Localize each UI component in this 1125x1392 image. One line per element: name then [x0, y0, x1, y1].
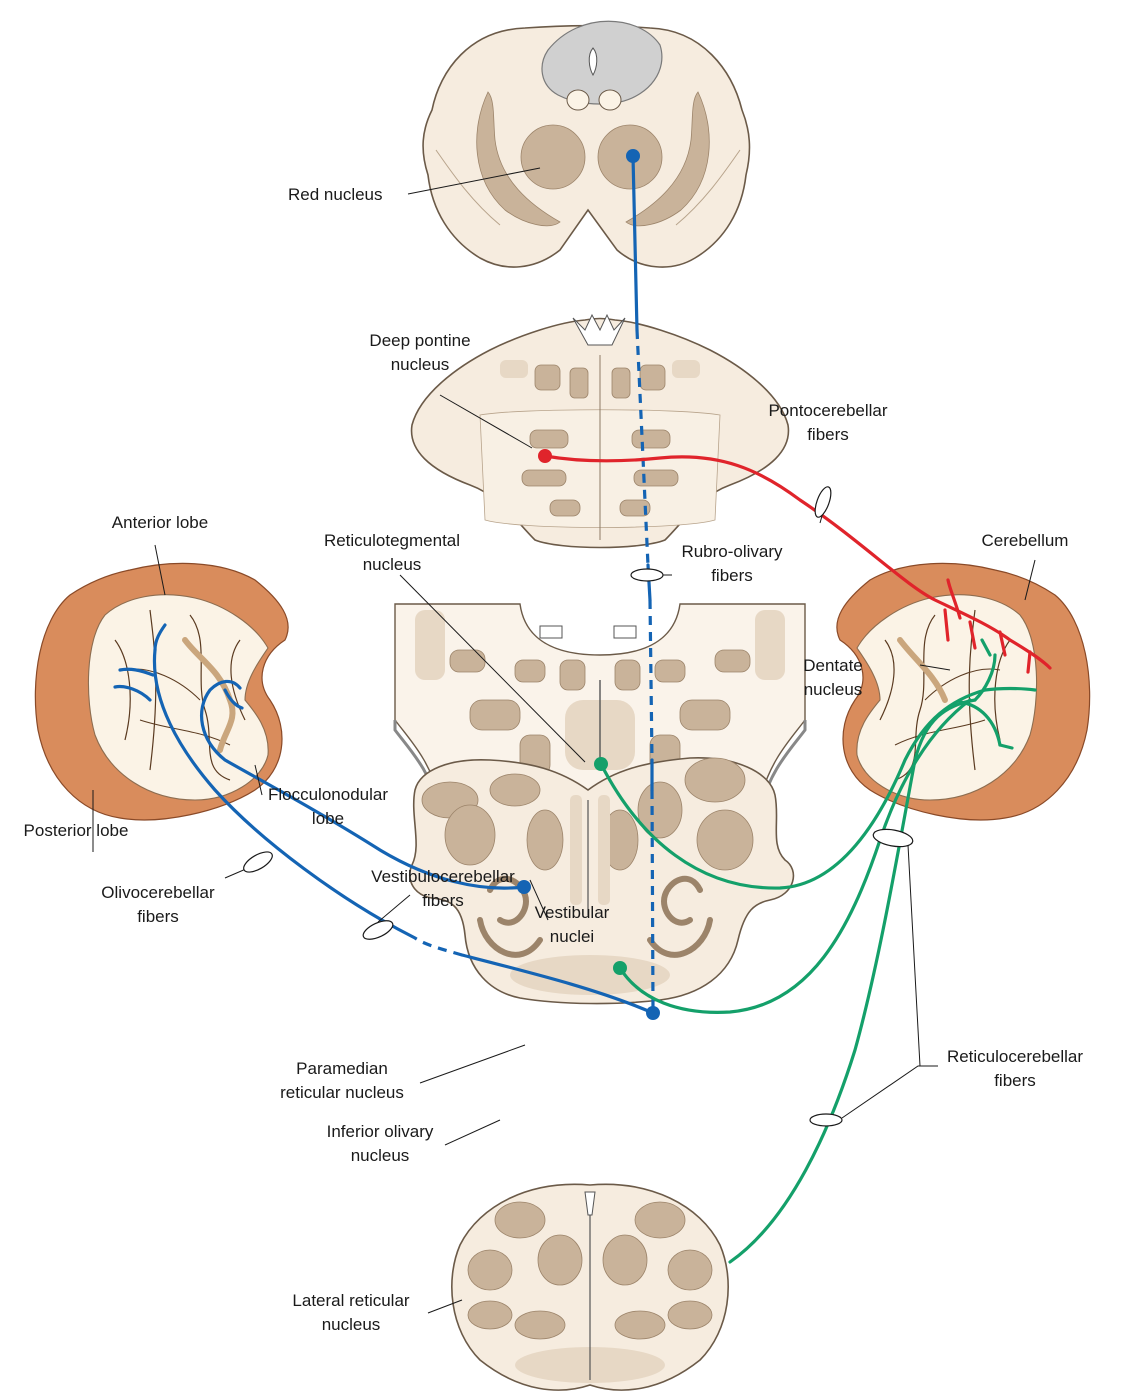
- label-anterior-lobe: Anterior lobe: [112, 513, 208, 532]
- label-vestibulocerebellar-line1: Vestibulocerebellar: [371, 867, 515, 886]
- label-olivocerebellar-line2: fibers: [137, 907, 179, 926]
- label-deep-pontine-line1: Deep pontine: [369, 331, 470, 350]
- label-vestibular-line1: Vestibular: [535, 903, 610, 922]
- label-paramedian-line2: reticular nucleus: [280, 1083, 404, 1102]
- label-pontocerebellar-line1: Pontocerebellar: [768, 401, 887, 420]
- label-paramedian-line1: Paramedian: [296, 1059, 388, 1078]
- label-cerebellum: Cerebellum: [982, 531, 1069, 550]
- label-lateral-reticular-line1: Lateral reticular: [292, 1291, 410, 1310]
- label-flocculonodular-line2: lobe: [312, 809, 344, 828]
- label-flocculonodular-line1: Flocculonodular: [268, 785, 388, 804]
- label-rubro-olivary-line1: Rubro-olivary: [681, 542, 783, 561]
- left-cerebellum-illustration: [35, 563, 288, 819]
- label-posterior-lobe: Posterior lobe: [24, 821, 129, 840]
- label-olivocerebellar-line1: Olivocerebellar: [101, 883, 215, 902]
- label-deep-pontine-line2: nucleus: [391, 355, 450, 374]
- label-rubro-olivary-line2: fibers: [711, 566, 753, 585]
- label-lateral-reticular-line2: nucleus: [322, 1315, 381, 1334]
- label-vestibulocerebellar-line2: fibers: [422, 891, 464, 910]
- midbrain-section: [423, 21, 749, 267]
- label-inferior-olivary-line1: Inferior olivary: [327, 1122, 434, 1141]
- label-inferior-olivary-line2: nucleus: [351, 1146, 410, 1165]
- label-dentate-line2: nucleus: [804, 680, 863, 699]
- right-cerebellum-illustration: [837, 563, 1090, 819]
- lower-medulla-section: [452, 1184, 728, 1390]
- label-red-nucleus: Red nucleus: [288, 185, 383, 204]
- label-reticulocerebellar-line2: fibers: [994, 1071, 1036, 1090]
- label-reticulotegmental-line1: Reticulotegmental: [324, 531, 460, 550]
- label-pontocerebellar-line2: fibers: [807, 425, 849, 444]
- label-dentate-line1: Dentate: [803, 656, 863, 675]
- label-vestibular-line2: nuclei: [550, 927, 594, 946]
- label-reticulotegmental-line2: nucleus: [363, 555, 422, 574]
- label-reticulocerebellar-line1: Reticulocerebellar: [947, 1047, 1083, 1066]
